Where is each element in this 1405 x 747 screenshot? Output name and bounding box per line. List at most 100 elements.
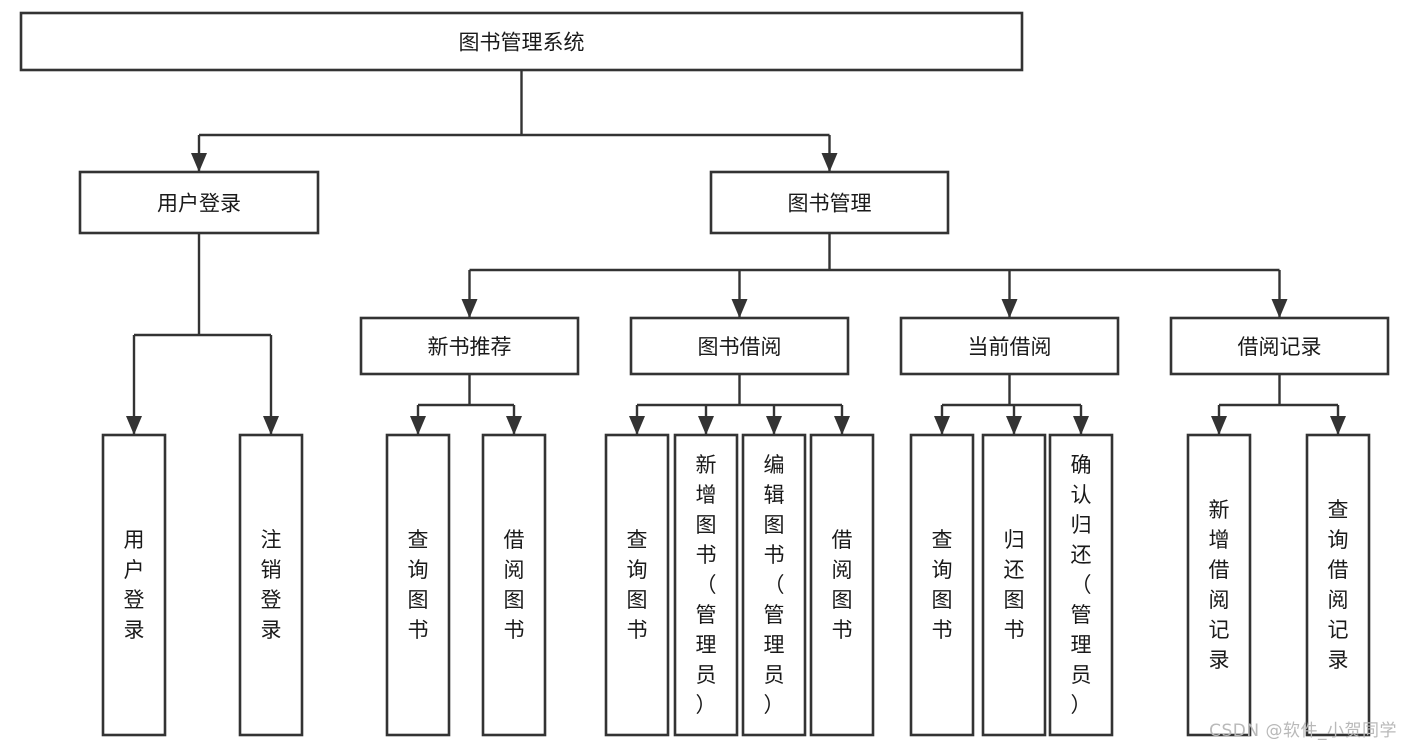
leaf-borrow-record-0-box	[1186, 433, 1252, 737]
leaf-book-borrow-0-label-char: 查	[627, 528, 648, 552]
leaf-book-borrow-1-box	[673, 433, 739, 737]
arrow-head-icon	[506, 416, 522, 435]
arrow-head-icon	[126, 416, 142, 435]
leaf-book-borrow-2-label-char: 理	[764, 633, 785, 657]
leaf-borrow-record-0-label-char: 录	[1209, 648, 1230, 672]
leaf-current-borrow-1-box	[981, 433, 1047, 737]
node-user-login-label: 用户登录	[157, 192, 241, 216]
arrow-head-icon-new-book-recommend	[461, 299, 478, 318]
leaf-book-borrow-1-label-char: （	[696, 573, 717, 597]
node-root-2[interactable]: 图书管理系统	[19, 11, 1024, 72]
leaf-current-borrow-0-box	[909, 433, 975, 737]
node-borrow-record[interactable]: 借阅记录	[1169, 316, 1390, 376]
leaf-borrow-record-0-label-char: 增	[1209, 528, 1230, 552]
node-book-management[interactable]: 图书管理	[709, 170, 950, 235]
leaf-user-login-0-label-char: 登	[124, 588, 145, 612]
leaf-book-borrow-1-label-char: 管	[696, 603, 717, 627]
leaf-book-borrow-3-label-char: 图	[832, 588, 853, 612]
node-new-book-recommend-label: 新书推荐	[428, 335, 512, 359]
csdn-watermark: CSDN @软件_小贺同学	[1209, 721, 1397, 741]
leaf-book-borrow-1-label-char: 图	[696, 513, 717, 537]
leaf-book-borrow-2-label-char: 管	[764, 603, 785, 627]
node-user-login-box	[78, 170, 320, 235]
leaf-current-borrow-0-label-char: 查	[932, 528, 953, 552]
leaf-user-login-0[interactable]: 用户登录	[101, 433, 167, 737]
leaf-book-borrow-3-label-char: 书	[832, 618, 853, 642]
node-user-login[interactable]: 用户登录	[78, 170, 320, 235]
arrow-head-icon-book-management	[821, 153, 838, 172]
arrow-head-icon	[629, 416, 645, 435]
node-book-borrow-box	[629, 316, 850, 376]
leaf-new-book-recommend-1-label-char: 图	[504, 588, 525, 612]
arrow-head-icon-current-borrow	[1001, 299, 1018, 318]
node-new-book-recommend[interactable]: 新书推荐	[359, 316, 580, 376]
arrow-head-icon	[1006, 416, 1022, 435]
leaf-borrow-record-0-label-char: 阅	[1209, 588, 1230, 612]
leaf-new-book-recommend-0-label-char: 书	[408, 618, 429, 642]
leaf-book-borrow-3-label-char: 借	[832, 528, 853, 552]
leaf-user-login-0-box	[101, 433, 167, 737]
leaf-borrow-record-1-label-char: 借	[1328, 558, 1349, 582]
leaf-book-borrow-1-label-char: 理	[696, 633, 717, 657]
leaf-user-login-1-label-char: 销	[261, 558, 282, 582]
node-book-management-label: 图书管理	[788, 192, 872, 216]
leaf-current-borrow-0-label-char: 图	[932, 588, 953, 612]
node-current-borrow-box	[899, 316, 1120, 376]
leaf-current-borrow-2-label-char: 确	[1071, 453, 1092, 477]
leaf-book-borrow-1-label-char: 员	[696, 663, 717, 687]
leaf-borrow-record-0-label-char: 记	[1209, 618, 1230, 642]
leaf-user-login-1-label-char: 登	[261, 588, 282, 612]
leaf-book-borrow-0-box	[604, 433, 670, 737]
leaf-current-borrow-2-label-char: 归	[1071, 513, 1092, 537]
leaf-book-borrow-2-box	[741, 433, 807, 737]
arrow-head-icon	[766, 416, 782, 435]
leaf-current-borrow-2-label-char: 员	[1071, 663, 1092, 687]
leaf-new-book-recommend-0-box	[385, 433, 451, 737]
leaf-user-login-0-label-char: 录	[124, 618, 145, 642]
leaf-current-borrow-1-label-char: 书	[1004, 618, 1025, 642]
leaf-borrow-record-1-label-char: 记	[1328, 618, 1349, 642]
leaf-new-book-recommend-1-box	[481, 433, 547, 737]
leaf-book-borrow-0-label-char: 询	[627, 558, 648, 582]
leaf-book-borrow-1-label-char: ）	[696, 693, 717, 717]
arrow-head-icon	[1073, 416, 1089, 435]
node-book-borrow[interactable]: 图书借阅	[629, 316, 850, 376]
leaf-book-borrow-3-label-char: 阅	[832, 558, 853, 582]
leaf-book-borrow-3-box	[809, 433, 875, 737]
leaf-book-borrow-0-label-char: 图	[627, 588, 648, 612]
leaf-borrow-record-0-label-char: 新	[1209, 498, 1230, 522]
node-current-borrow[interactable]: 当前借阅	[899, 316, 1120, 376]
leaf-user-login-0-label-char: 用	[124, 528, 145, 552]
leaf-user-login-1-label-char: 录	[261, 618, 282, 642]
node-root-2-box	[19, 11, 1024, 72]
leaf-current-borrow-0-label-char: 询	[932, 558, 953, 582]
leaf-new-book-recommend-1-label-char: 书	[504, 618, 525, 642]
leaf-book-borrow-0-label-char: 书	[627, 618, 648, 642]
leaf-current-borrow-2-label-char: （	[1071, 573, 1092, 597]
leaf-book-borrow-2-label-char: 书	[764, 543, 785, 567]
leaf-borrow-record-1-box	[1305, 433, 1371, 737]
arrow-head-icon	[698, 416, 714, 435]
arrow-head-icon	[934, 416, 950, 435]
arrow-head-icon	[410, 416, 426, 435]
leaf-current-borrow-2-label-char: ）	[1071, 693, 1092, 717]
node-new-book-recommend-box	[359, 316, 580, 376]
arrow-head-icon-user-login	[191, 153, 207, 172]
leaf-new-book-recommend-0-label-char: 图	[408, 588, 429, 612]
leaf-book-borrow-2-label-char: （	[764, 573, 785, 597]
leaf-borrow-record-1-label-char: 录	[1328, 648, 1349, 672]
